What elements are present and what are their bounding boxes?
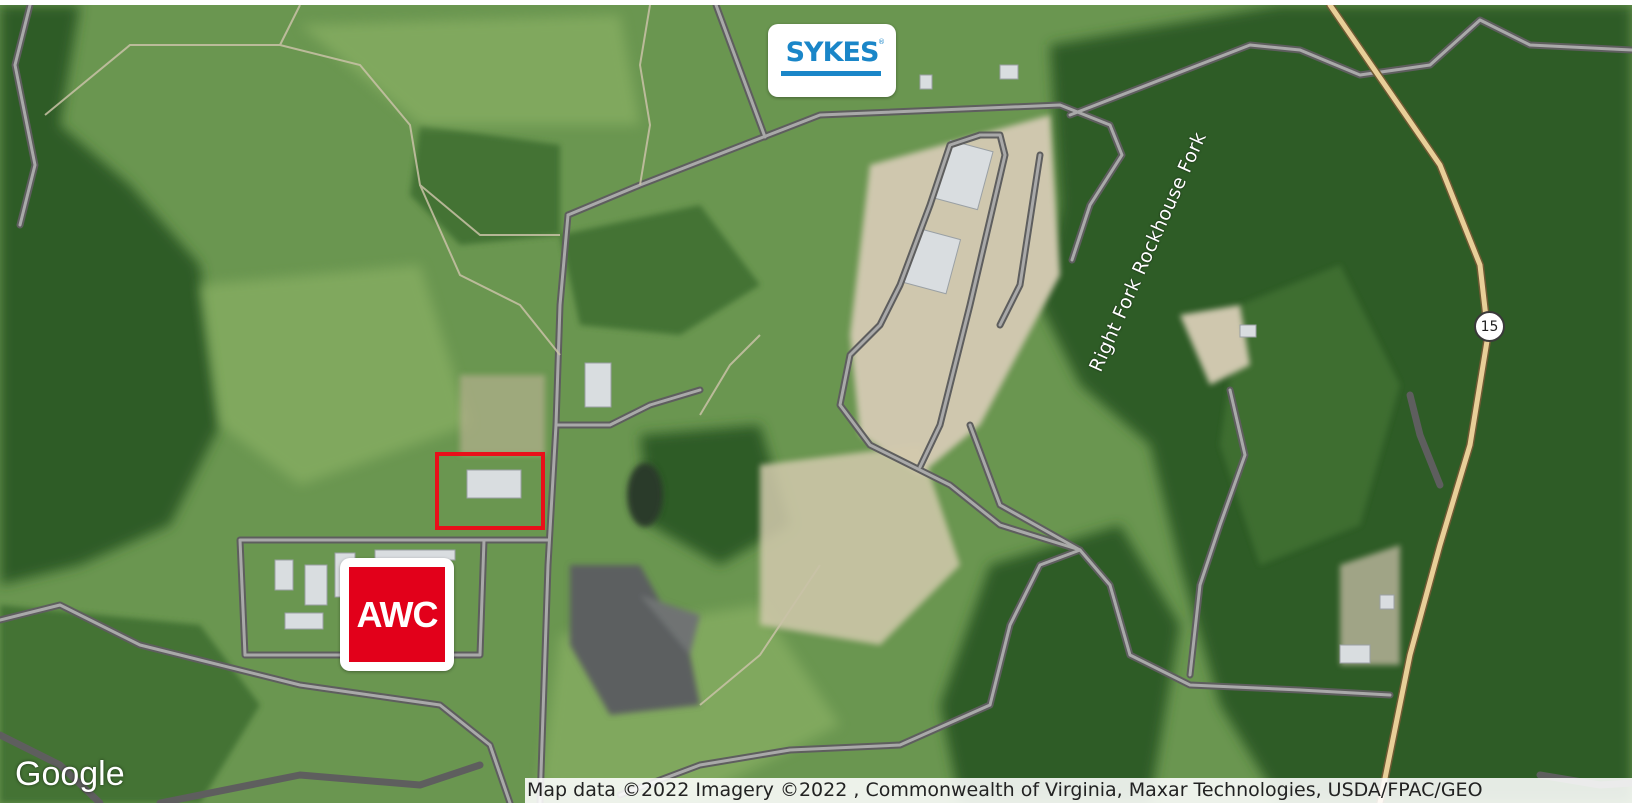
google-logo[interactable]: Google	[15, 755, 125, 793]
awc-logo-box: AWC	[349, 567, 445, 662]
forest-southeast	[940, 525, 1180, 803]
sykes-logo-bar	[781, 71, 881, 76]
industrial-clearing	[850, 115, 1060, 475]
sykes-registered-mark: ®	[878, 38, 885, 46]
route-15-shield: 15	[1474, 311, 1505, 342]
forest-ridge	[1220, 265, 1400, 565]
awc-logo-text: AWC	[356, 593, 439, 635]
building-mid	[584, 362, 612, 408]
forest-southwest	[0, 605, 260, 803]
parcel-clearing	[460, 375, 545, 455]
map-attribution: Map data ©2022 Imagery ©2022 , Commonwea…	[525, 778, 1632, 803]
pond	[627, 463, 663, 527]
forest-center	[640, 425, 790, 565]
sykes-logo-text: SYKES	[785, 37, 880, 68]
meadow-north	[300, 15, 640, 125]
tree-patch-mid	[560, 205, 760, 335]
forest-west	[0, 5, 220, 585]
satellite-imagery	[0, 5, 1632, 803]
awc-marker[interactable]: AWC	[340, 558, 454, 671]
sandy-clearing	[760, 445, 960, 645]
building-parcel	[466, 469, 522, 499]
sykes-marker[interactable]: SYKES ®	[768, 24, 896, 97]
coal-pile	[570, 565, 700, 715]
satellite-map[interactable]: SYKES ® AWC Right Fork Rockhouse Fork 15	[0, 5, 1632, 803]
property-parcel-outline[interactable]	[435, 452, 545, 530]
quarry-clearing	[1180, 305, 1250, 385]
tree-patch-north	[410, 125, 560, 245]
meadow-west	[200, 265, 470, 485]
